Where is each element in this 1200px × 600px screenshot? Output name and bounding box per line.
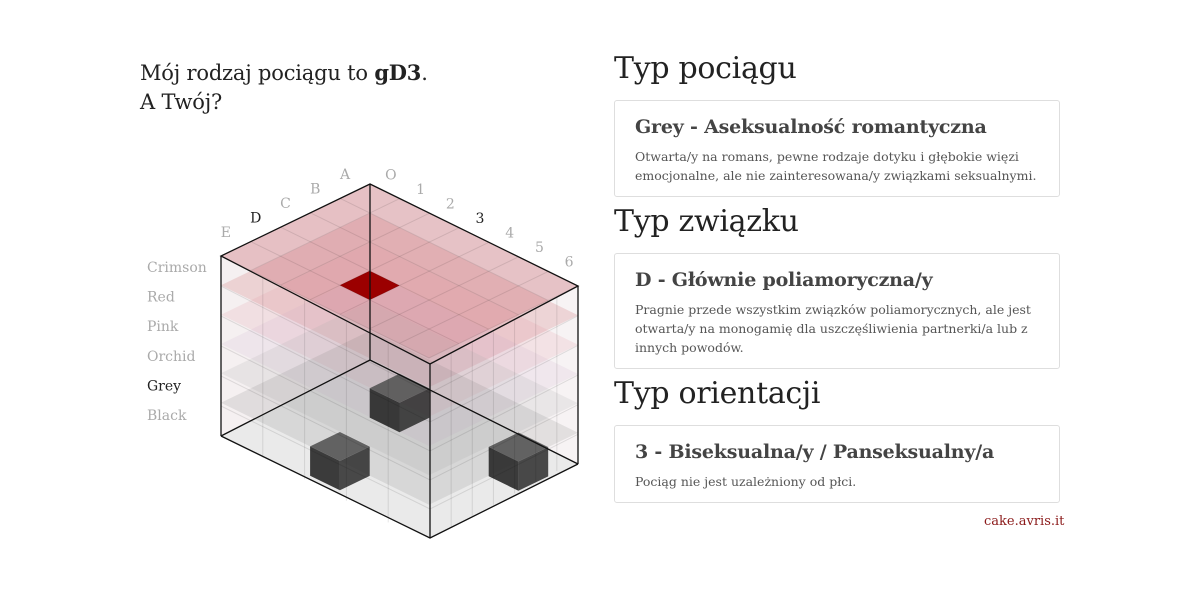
letter-label-D: D (250, 210, 261, 226)
cube-bottom-outline (220, 435, 579, 539)
intro-prefix: Mój rodzaj pociągu to (140, 61, 375, 85)
grid-line (310, 212, 519, 316)
grid-line (250, 241, 460, 345)
cube-fills (221, 184, 578, 505)
card-attraction: Grey - Aseksualność romantyczna Otwarta/… (614, 100, 1060, 197)
dark-block-center-left (369, 388, 400, 433)
section-heading-orientation: Typ orientacji (614, 376, 821, 411)
color-label-black: Black (147, 408, 187, 424)
cube-layer-0 (221, 184, 578, 358)
cube-grid-lines (219, 183, 580, 539)
dark-block-left-left (310, 446, 340, 491)
intro-line-2: A Twój? (140, 90, 223, 114)
dark-block-center-top (369, 373, 430, 403)
card-orientation: 3 - Biseksualna/y / Panseksualny/a Pocią… (614, 425, 1060, 503)
intro-suffix: . (421, 61, 428, 85)
grid-line (280, 226, 489, 330)
number-label-3: 3 (476, 211, 485, 227)
cube-layer-1 (221, 213, 578, 388)
color-label-orchid: Orchid (147, 349, 196, 365)
cube-layer-2 (221, 242, 578, 417)
grid-line (369, 256, 519, 330)
color-label-grey: Grey (147, 378, 181, 394)
card-text-relationship: Pragnie przede wszystkim związków poliam… (635, 302, 1031, 355)
grid-line (309, 227, 460, 301)
grid-line (250, 198, 400, 272)
cube-top-face (221, 184, 578, 364)
dark-block-left-right (339, 446, 370, 491)
grid-line (399, 270, 549, 344)
grid-line (428, 285, 579, 359)
card-text-attraction: Otwarta/y na romans, pewne rodzaje dotyk… (635, 149, 1037, 183)
cube-back-right-wall (370, 184, 578, 464)
grid-line (220, 255, 430, 359)
dark-block-center-right (399, 388, 430, 433)
dark-block-right-top (488, 432, 549, 462)
letter-label-E: E (221, 225, 231, 241)
section-heading-attraction: Typ pociągu (614, 51, 797, 86)
number-label-4: 4 (505, 226, 514, 242)
attraction-code: gD3 (374, 60, 422, 85)
letter-label-B: B (310, 182, 320, 198)
footer-link[interactable]: cake.avris.it (984, 514, 1065, 529)
intro-text: Mój rodzaj pociągu to gD3. A Twój? (140, 58, 428, 117)
card-title-orientation: 3 - Biseksualna/y / Panseksualny/a (635, 441, 995, 463)
description-panel: Typ pociągu Grey - Aseksualność romantyc… (614, 52, 1060, 511)
cube-axis-labels: A B C D E O 1 2 3 4 5 6 CrimsonRedPinkOrchidGreyBlac… (147, 167, 574, 424)
cube-floor (221, 360, 578, 538)
number-label-2: 2 (446, 196, 455, 212)
section-heading-relationship: Typ związku (614, 204, 799, 239)
card-text-orientation: Pociąg nie jest uzależniony od płci. (635, 474, 857, 489)
grid-line (339, 241, 490, 315)
card-title-attraction: Grey - Aseksualność romantyczna (635, 116, 987, 138)
dark-block-left-top (310, 432, 370, 461)
number-label-1: 1 (416, 182, 425, 198)
attraction-cube-diagram: A B C D E O 1 2 3 4 5 6 CrimsonRedPinkOrchidGreyBlac… (147, 167, 580, 539)
number-label-6: 6 (565, 255, 574, 271)
dark-block-right-right (518, 447, 549, 491)
number-label-5: 5 (535, 240, 544, 256)
letter-label-A: A (339, 167, 351, 183)
color-label-red: Red (147, 290, 175, 306)
color-label-crimson: Crimson (147, 260, 207, 276)
card-title-relationship: D - Głównie poliamoryczna/y (635, 269, 933, 291)
cube-back-bottom (220, 359, 579, 465)
cube-back-faces (221, 184, 578, 538)
letter-label-C: C (280, 196, 291, 212)
dark-block-right-left (488, 446, 519, 491)
cube-layer-3 (221, 272, 578, 446)
grid-line (339, 197, 549, 301)
grid-line (280, 212, 430, 286)
card-relationship: D - Głównie poliamoryczna/y Pragnie prze… (614, 253, 1060, 369)
cube-back-left-wall (221, 184, 370, 436)
intro-line-1: Mój rodzaj pociągu to gD3. (140, 58, 428, 88)
color-label-pink: Pink (147, 319, 179, 335)
number-label-O: O (385, 167, 396, 183)
